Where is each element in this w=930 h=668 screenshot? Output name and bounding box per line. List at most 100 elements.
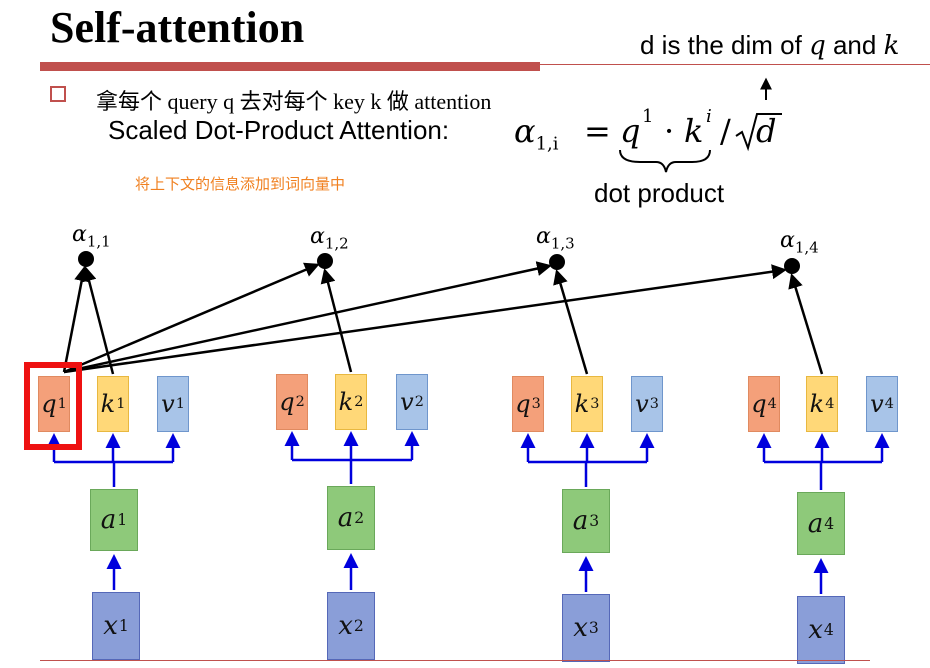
- attention-score-sub-3: 1,3: [550, 234, 575, 253]
- attention-score-label-3: α1,3: [536, 224, 575, 252]
- query-box-3-sup: 3: [531, 396, 541, 412]
- attention-score-dot-1: [78, 251, 94, 267]
- attention-score-dot-4: [784, 258, 800, 274]
- formula-alpha: α: [514, 112, 536, 150]
- embedding-box-2-symbol: a: [337, 503, 354, 533]
- chinese-note: 将上下文的信息添加到词向量中: [135, 176, 346, 193]
- embedding-box-1-symbol: a: [100, 505, 117, 535]
- input-box-2-symbol: x: [338, 611, 353, 641]
- query1-to-score-arrow-3: [63, 261, 552, 374]
- key-box-3-sup: 3: [590, 396, 600, 412]
- value-box-4-sup: 4: [884, 396, 894, 412]
- key-box-3-symbol: k: [574, 390, 590, 418]
- dim-note-mid: and: [825, 30, 884, 60]
- query-box-2-symbol: q: [279, 388, 295, 416]
- bullet-text: 拿每个 query q 去对每个 key k 做 attention: [96, 89, 492, 114]
- query-box-4-sup: 4: [767, 396, 777, 412]
- embedding-box-4-symbol: a: [807, 508, 824, 539]
- attention-score-label-4: α1,4: [780, 228, 819, 256]
- attention-score-dot-2: [317, 253, 333, 269]
- embedding-box-2-sup: 2: [354, 509, 365, 527]
- query1-to-score-arrow-4: [63, 264, 787, 374]
- attention-score-alpha-2: α: [310, 224, 325, 249]
- formula-q: q: [620, 112, 641, 150]
- page-title: Self-attention: [50, 3, 305, 52]
- input-box-1-symbol: x: [103, 611, 118, 641]
- input-box-1-sup: 1: [118, 617, 129, 635]
- bottom-rule: [40, 660, 870, 661]
- key-box-1-symbol: k: [100, 390, 116, 418]
- key-to-score-arrow-2: [320, 268, 353, 373]
- embedding-box-3-symbol: a: [572, 506, 589, 536]
- dim-note: d is the dim of q and k: [640, 30, 899, 61]
- attention-score-alpha-4: α: [780, 228, 795, 253]
- formula-equals: =: [584, 112, 611, 150]
- query1-to-score-arrow-2: [63, 262, 320, 374]
- key-box-2-symbol: k: [338, 388, 354, 416]
- value-box-2-sup: 2: [414, 394, 424, 410]
- dot-product-label: dot product: [594, 178, 725, 208]
- attention-score-sub-2: 1,2: [324, 234, 349, 253]
- dot-product-brace: [619, 149, 711, 173]
- value-box-3-sup: 3: [649, 396, 659, 412]
- input-box-4-symbol: x: [808, 615, 823, 645]
- embedding-box-4-sup: 4: [824, 514, 835, 533]
- attention-score-alpha-3: α: [536, 224, 551, 249]
- title-underline-line: [540, 64, 930, 65]
- input-box-3-symbol: x: [573, 613, 588, 643]
- query-box-1-sup: 1: [57, 396, 67, 412]
- query-box-4-symbol: q: [751, 390, 767, 418]
- query-box-1-symbol: q: [41, 390, 57, 418]
- input-box-4-sup: 4: [823, 621, 834, 639]
- key-to-score-arrow-3: [553, 269, 589, 375]
- value-box-4-symbol: v: [870, 390, 884, 418]
- input-box-3-sup: 3: [588, 619, 599, 637]
- attention-score-label-1: α1,1: [72, 222, 111, 250]
- attention-score-dot-3: [549, 254, 565, 270]
- dim-note-q: q: [809, 31, 826, 61]
- key-box-2-sup: 2: [354, 394, 364, 410]
- attention-score-sub-1: 1,1: [86, 232, 111, 251]
- input-box-2-sup: 2: [353, 617, 364, 635]
- embedding-box-1-sup: 1: [117, 511, 128, 529]
- embedding-box-3-sup: 3: [589, 512, 600, 530]
- attention-score-label-2: α1,2: [310, 224, 349, 252]
- key-to-score-arrow-1: [81, 266, 115, 375]
- attention-score-sub-4: 1,4: [794, 238, 819, 257]
- title-underline-bar: [40, 62, 540, 71]
- value-box-1-sup: 1: [175, 396, 185, 412]
- value-box-2-symbol: v: [400, 388, 414, 416]
- attention-score-alpha-1: α: [72, 222, 87, 247]
- scaled-dot-product-label: Scaled Dot-Product Attention:: [108, 115, 450, 145]
- formula-q-sup: 1: [642, 106, 654, 127]
- key-box-4-sup: 4: [825, 396, 835, 412]
- key-to-score-arrow-4: [788, 273, 824, 375]
- formula-k: k: [684, 112, 704, 150]
- query1-to-score-arrow-1: [62, 266, 90, 373]
- formula-k-sup: i: [706, 106, 712, 127]
- value-box-3-symbol: v: [635, 390, 649, 418]
- query-highlight-box: [24, 362, 82, 450]
- dim-note-k: k: [883, 31, 900, 61]
- query-box-3-symbol: q: [515, 390, 531, 418]
- formula-lhs: α1,i: [514, 112, 559, 154]
